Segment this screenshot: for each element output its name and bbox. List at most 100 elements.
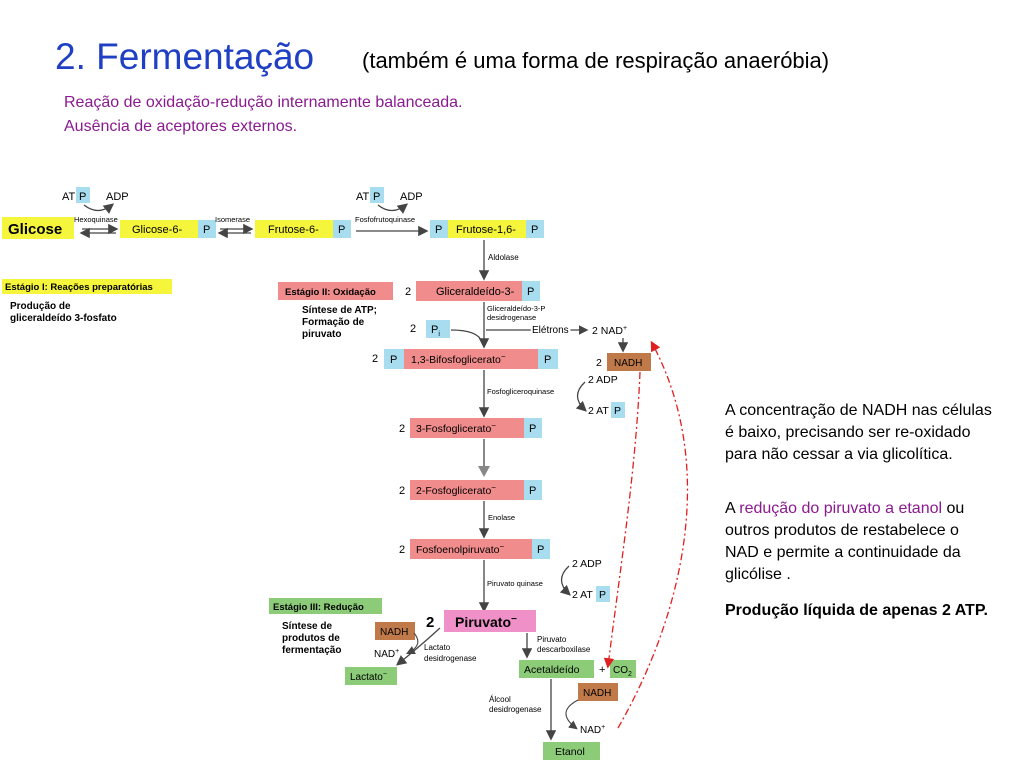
pep-p-label: P xyxy=(537,544,544,556)
piruvato-two: 2 xyxy=(426,614,434,631)
g3p-p-label: P xyxy=(527,286,534,298)
etanol-box xyxy=(543,742,600,760)
piruvato-dc-label-2: descarboxilase xyxy=(537,645,591,654)
side-p2-highlight: redução do piruvato a etanol xyxy=(739,500,943,517)
pfk-adp-label: ADP xyxy=(400,191,423,203)
page-title: 2. Fermentação xyxy=(55,36,315,77)
piruvato-quinase-label: Piruvato quinase xyxy=(487,579,543,588)
nadh-two: 2 xyxy=(596,357,602,369)
branch1-at: 2 AT xyxy=(588,405,609,417)
lactate-nadh-curve xyxy=(406,632,419,654)
bpg-p1-label: P xyxy=(390,354,397,366)
frutose16-p2-box xyxy=(526,220,544,238)
piruvato-box xyxy=(444,610,536,632)
frutose16-box xyxy=(448,220,526,238)
frutose6-box xyxy=(255,220,333,238)
eletrons-bg: Elétrons xyxy=(532,325,569,336)
stage3-label: Estágio III: Redução xyxy=(273,602,364,613)
alcool-dh-label-2: desidrogenase xyxy=(489,705,542,714)
pg2-p-box xyxy=(524,480,542,500)
frutose16-p1-box xyxy=(430,220,448,238)
bpg-p2-label: P xyxy=(544,354,551,366)
bpg-box xyxy=(404,349,538,369)
pep-box xyxy=(410,539,532,559)
red-arrow-nad-to-top xyxy=(617,340,689,729)
acetaldeido-label: Acetaldeído xyxy=(524,664,580,676)
pfk-at-p-box xyxy=(370,187,384,203)
pg2-label: 2-Fosfoglicerato− xyxy=(416,483,496,497)
pfk-at-label: AT xyxy=(356,191,370,203)
g3p-p-box xyxy=(522,281,540,301)
frutose16-p2-label: P xyxy=(531,224,538,236)
stage3-box xyxy=(269,598,382,614)
branch1-p-label: P xyxy=(614,405,621,417)
stage2-desc-2: Formação de xyxy=(302,317,365,328)
pg3-p-box xyxy=(524,418,542,438)
hexo-at-p-label: P xyxy=(79,191,86,203)
pg2-box xyxy=(410,480,524,500)
stage1-box xyxy=(2,279,172,294)
arrow-3pg-2pg-head xyxy=(478,466,490,477)
hexo-adp-label: ADP xyxy=(106,191,129,203)
frutose16-label: Frutose-1,6- xyxy=(456,224,516,236)
page-subtitle: (também é uma forma de respiração anaeró… xyxy=(362,48,830,73)
stage2-box xyxy=(278,282,393,300)
nadh-label-lactate: NADH xyxy=(380,627,408,638)
co2-plus: + xyxy=(599,664,605,676)
glicose6-p-box xyxy=(198,220,216,238)
pfk-at-p-label: P xyxy=(373,191,380,203)
branch2-at: 2 AT xyxy=(572,589,593,601)
frutose6-label: Frutose-6- xyxy=(268,224,319,236)
fosfofrutoquinase-label: Fosfofrutoquinase xyxy=(355,215,415,224)
frutose6-p-label: P xyxy=(338,224,345,236)
hexo-atp-curve xyxy=(83,203,115,214)
pi-join-curve xyxy=(450,329,483,343)
stage1-desc-2: gliceraldeído 3-fosfato xyxy=(10,313,117,324)
pep-two: 2 xyxy=(399,544,405,556)
nadh-box-lactate xyxy=(375,622,415,640)
branch2-curve xyxy=(559,565,571,596)
arrow-piruvato-lactato xyxy=(395,627,441,666)
pi-label: Pi xyxy=(431,324,440,338)
pi-two: 2 xyxy=(410,323,416,335)
pep-p-box xyxy=(532,539,550,559)
pfk-atp-curve xyxy=(377,203,409,214)
hexoquinase-label: Hexoquinase xyxy=(74,215,118,224)
hexo-at-p-box xyxy=(76,187,90,203)
stage3-desc-3: fermentação xyxy=(282,645,341,656)
subtitle-line-2: Ausência de aceptores externos. xyxy=(64,118,298,135)
pg3-p-label: P xyxy=(529,423,536,435)
nad-label-etanol: NAD+ xyxy=(580,724,605,736)
g3p-label: Gliceraldeído-3- xyxy=(436,286,515,298)
glicose6-box xyxy=(120,220,198,238)
lactato-label: Lactato− xyxy=(350,671,387,683)
enolase-label: Enolase xyxy=(488,513,515,522)
bpg-p2-box xyxy=(538,349,558,369)
glicose-label: Glicose xyxy=(8,221,62,238)
fosfoglicerquinase-label: Fosfogliceroquinase xyxy=(487,387,554,396)
pep-label: Fosfoenolpiruvato− xyxy=(416,542,504,556)
branch2-p-label: P xyxy=(599,589,606,601)
piruvato-label: Piruvato− xyxy=(455,614,517,630)
pg2-p-label: P xyxy=(529,485,536,497)
hexo-at-label: AT xyxy=(62,191,76,203)
alcool-dh-label-1: Álcool xyxy=(489,695,511,704)
stage1-desc-1: Produção de xyxy=(10,301,71,312)
co2-label: CO2 xyxy=(613,665,632,678)
branch2-adp: 2 ADP xyxy=(572,558,602,570)
g3p-two: 2 xyxy=(405,286,411,298)
frutose6-p-box xyxy=(333,220,351,238)
lactato-dh-label-1: Lactato xyxy=(424,643,451,652)
stage1-label: Estágio I: Reações preparatórias xyxy=(5,282,153,293)
etanol-label: Etanol xyxy=(555,746,585,758)
branch1-adp: 2 ADP xyxy=(588,374,618,386)
co2-box xyxy=(610,660,636,678)
isomerase-label: Isomerase xyxy=(215,215,250,224)
nadh-box-top xyxy=(607,353,651,371)
stage2-desc-1: Síntese de ATP; xyxy=(302,305,377,316)
side-p2-suffix: ou outros produtos de restabelece o NAD … xyxy=(725,500,965,583)
stage3-desc-2: produtos de xyxy=(282,633,340,644)
red-arrow-nadh-to-acetaldeido xyxy=(603,371,641,669)
pg3-label: 3-Fosfoglicerato− xyxy=(416,421,496,435)
